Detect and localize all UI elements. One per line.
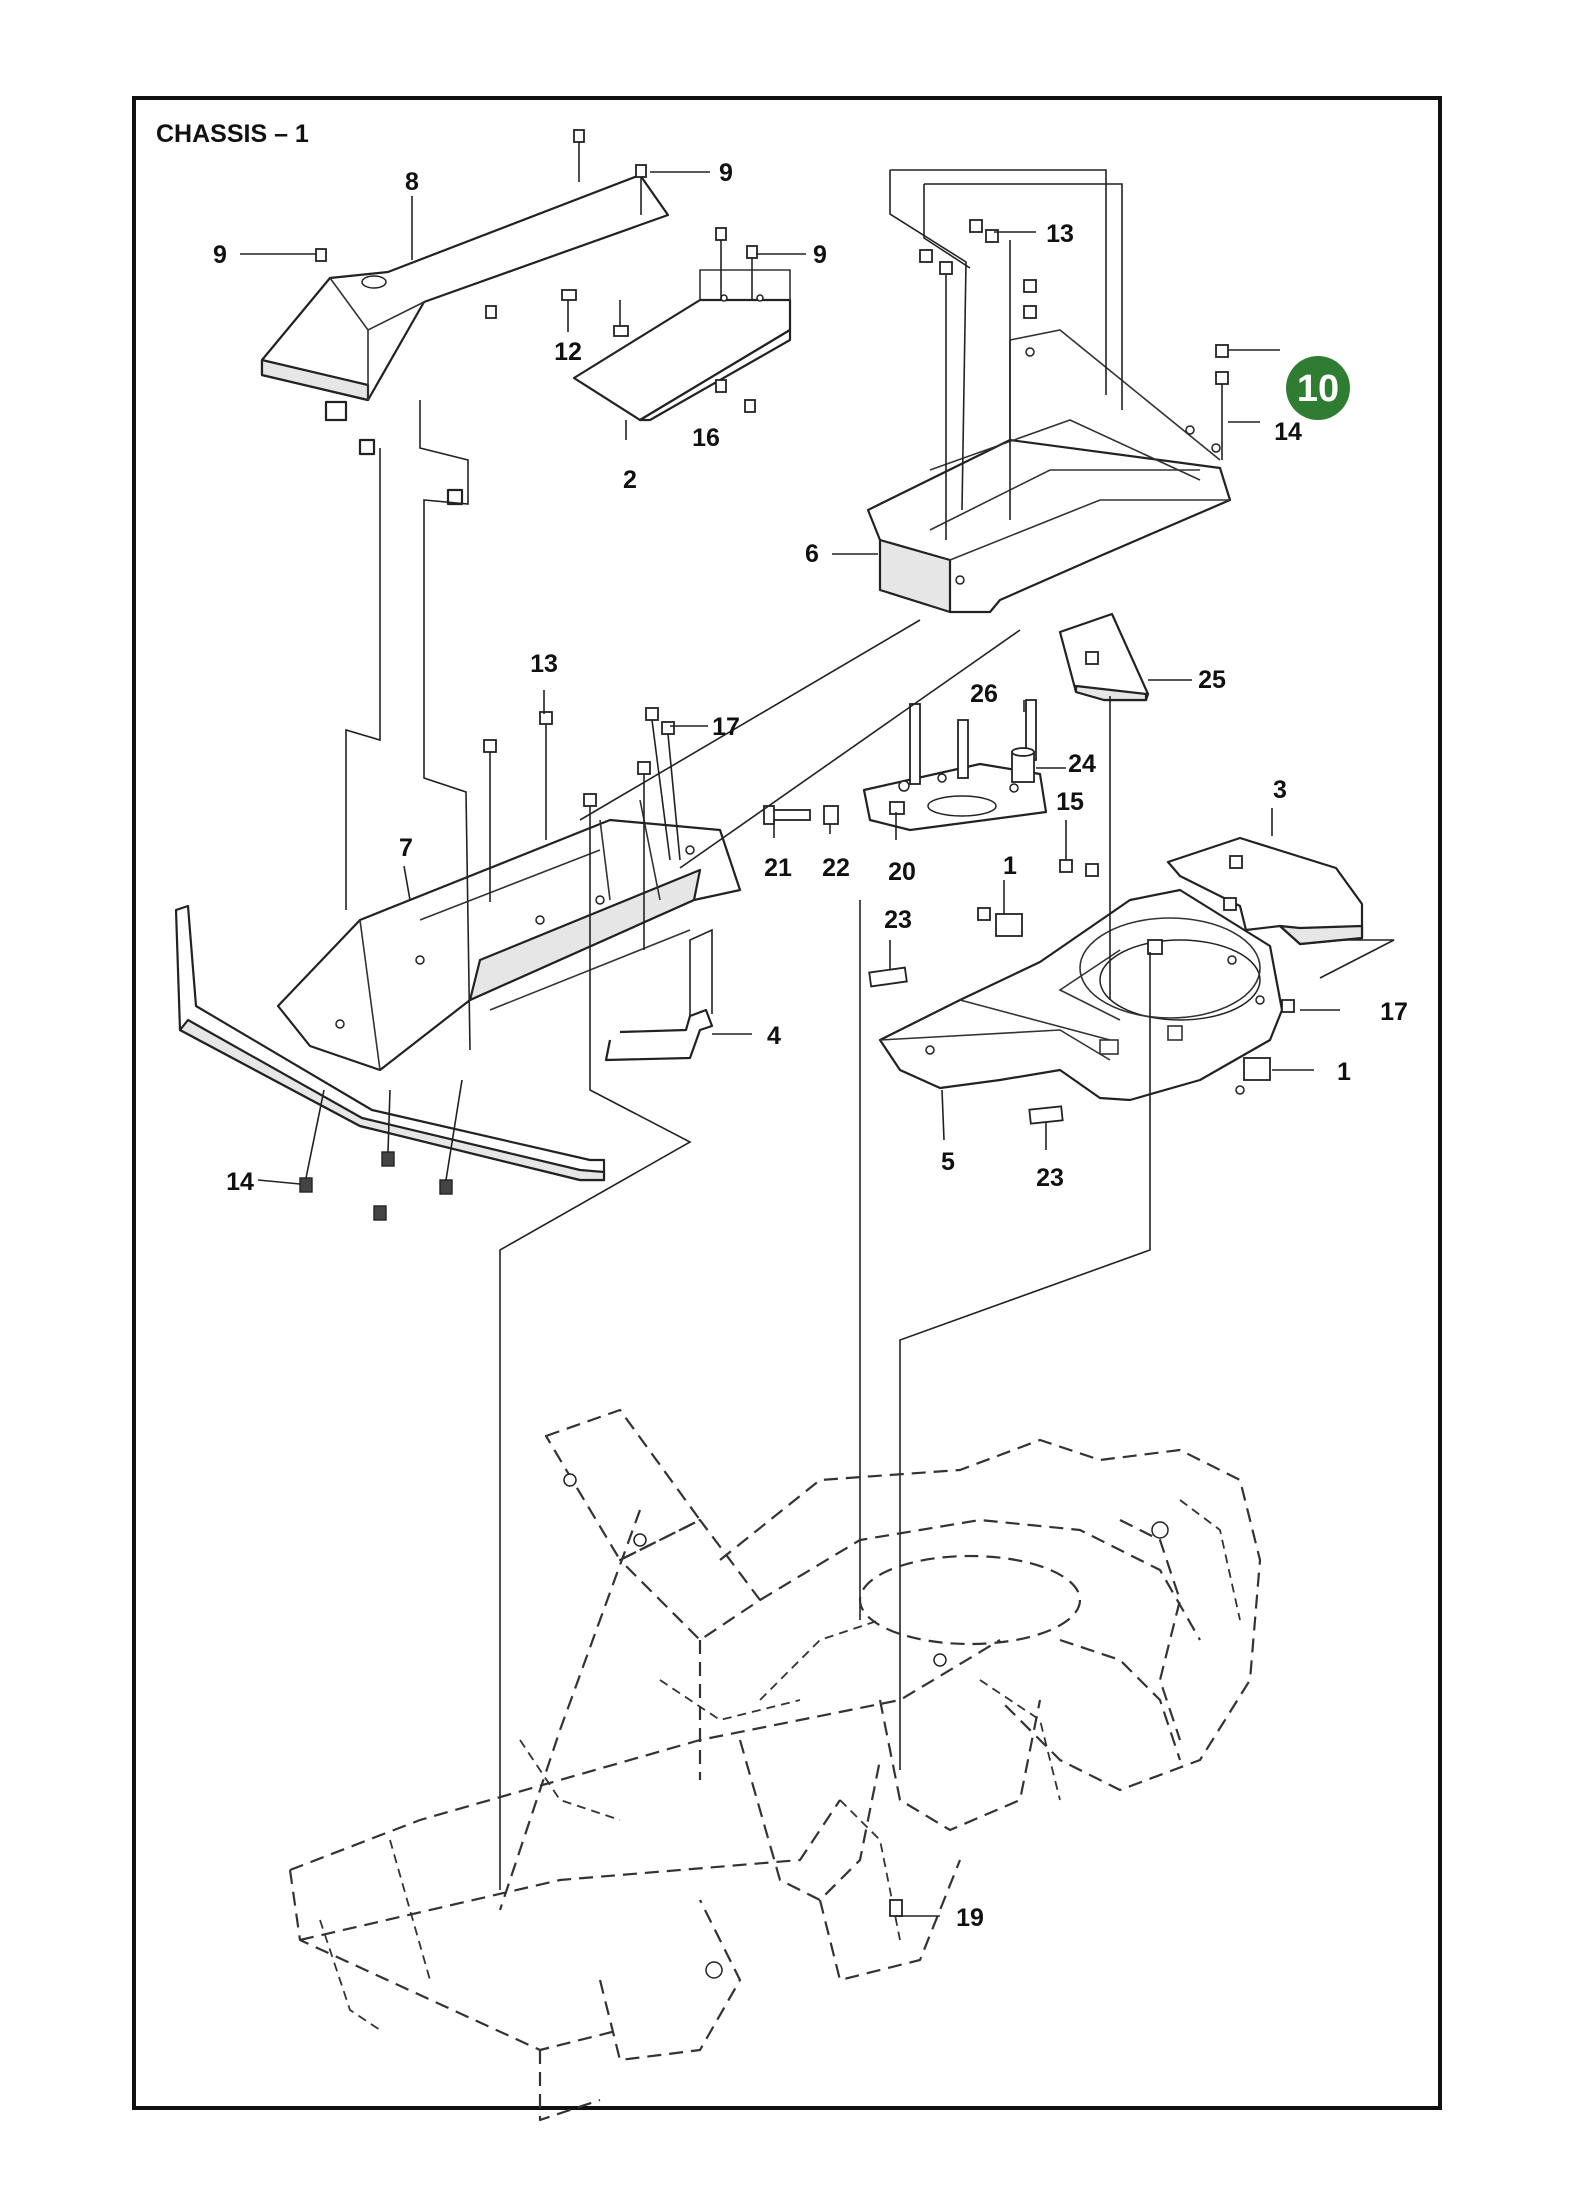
part-4-bracket — [604, 928, 714, 1062]
part-7-side-frame — [276, 799, 742, 1072]
callout-17-top: 17 — [712, 713, 740, 741]
callout-16: 16 — [692, 424, 720, 452]
part-8-cover — [260, 173, 670, 506]
callout-labels: 8 9 9 9 12 2 16 13 14 6 25 13 17 26 24 7… — [213, 159, 1408, 1932]
fasteners-top-cover — [315, 129, 647, 337]
part-25-bracket — [1058, 612, 1150, 702]
callout-24: 24 — [1068, 750, 1096, 778]
callout-19: 19 — [956, 1904, 984, 1932]
page-frame — [132, 96, 1442, 2110]
callout-13-top: 13 — [1046, 220, 1074, 248]
leaders-part-6 — [889, 169, 1229, 540]
callout-14-right: 14 — [1274, 418, 1302, 446]
chassis-base-dashed — [288, 1408, 1262, 2122]
connection-leaders — [345, 400, 1151, 1890]
callout-21: 21 — [764, 854, 792, 882]
page-number-badge: 10 — [1286, 356, 1350, 420]
callout-12: 12 — [554, 338, 582, 366]
callout-20: 20 — [888, 858, 916, 886]
callout-9-right: 9 — [813, 241, 827, 269]
part-20-plate — [862, 762, 1048, 832]
callout-1-right: 1 — [1337, 1058, 1351, 1086]
callout-15: 15 — [1056, 788, 1084, 816]
callout-8: 8 — [405, 168, 419, 196]
page-badge-circle — [1286, 356, 1350, 420]
part-14-bumper — [174, 904, 606, 1182]
part-5-floor-plate — [878, 888, 1284, 1102]
callout-4: 4 — [767, 1022, 781, 1050]
callout-6: 6 — [805, 540, 819, 568]
callout-25: 25 — [1198, 666, 1226, 694]
callout-7: 7 — [399, 834, 413, 862]
callout-13-mid: 13 — [530, 650, 558, 678]
callout-5: 5 — [941, 1148, 955, 1176]
page-number: 10 — [1297, 368, 1339, 410]
callout-leaders — [240, 171, 1340, 1185]
bolt-21-nut-22 — [763, 805, 839, 825]
callout-17-right: 17 — [1380, 998, 1408, 1026]
callout-2: 2 — [623, 466, 637, 494]
callout-23-bottom: 23 — [1036, 1164, 1064, 1192]
callout-1-top: 1 — [1003, 852, 1017, 880]
part-6-seat-frame — [866, 329, 1232, 614]
fasteners-floor — [868, 859, 1295, 1125]
bolts-26 — [909, 699, 1037, 785]
part-2-plate — [572, 227, 792, 422]
part-3-shield — [1166, 836, 1395, 979]
fasteners-side-frame — [299, 707, 681, 1221]
page-title: CHASSIS – 1 — [156, 120, 309, 148]
callout-9-top: 9 — [719, 159, 733, 187]
callout-26: 26 — [970, 680, 998, 708]
callout-22: 22 — [822, 854, 850, 882]
callout-23-top: 23 — [884, 906, 912, 934]
callout-9-left: 9 — [213, 241, 227, 269]
callout-3: 3 — [1273, 776, 1287, 804]
callout-14-left: 14 — [226, 1168, 254, 1196]
